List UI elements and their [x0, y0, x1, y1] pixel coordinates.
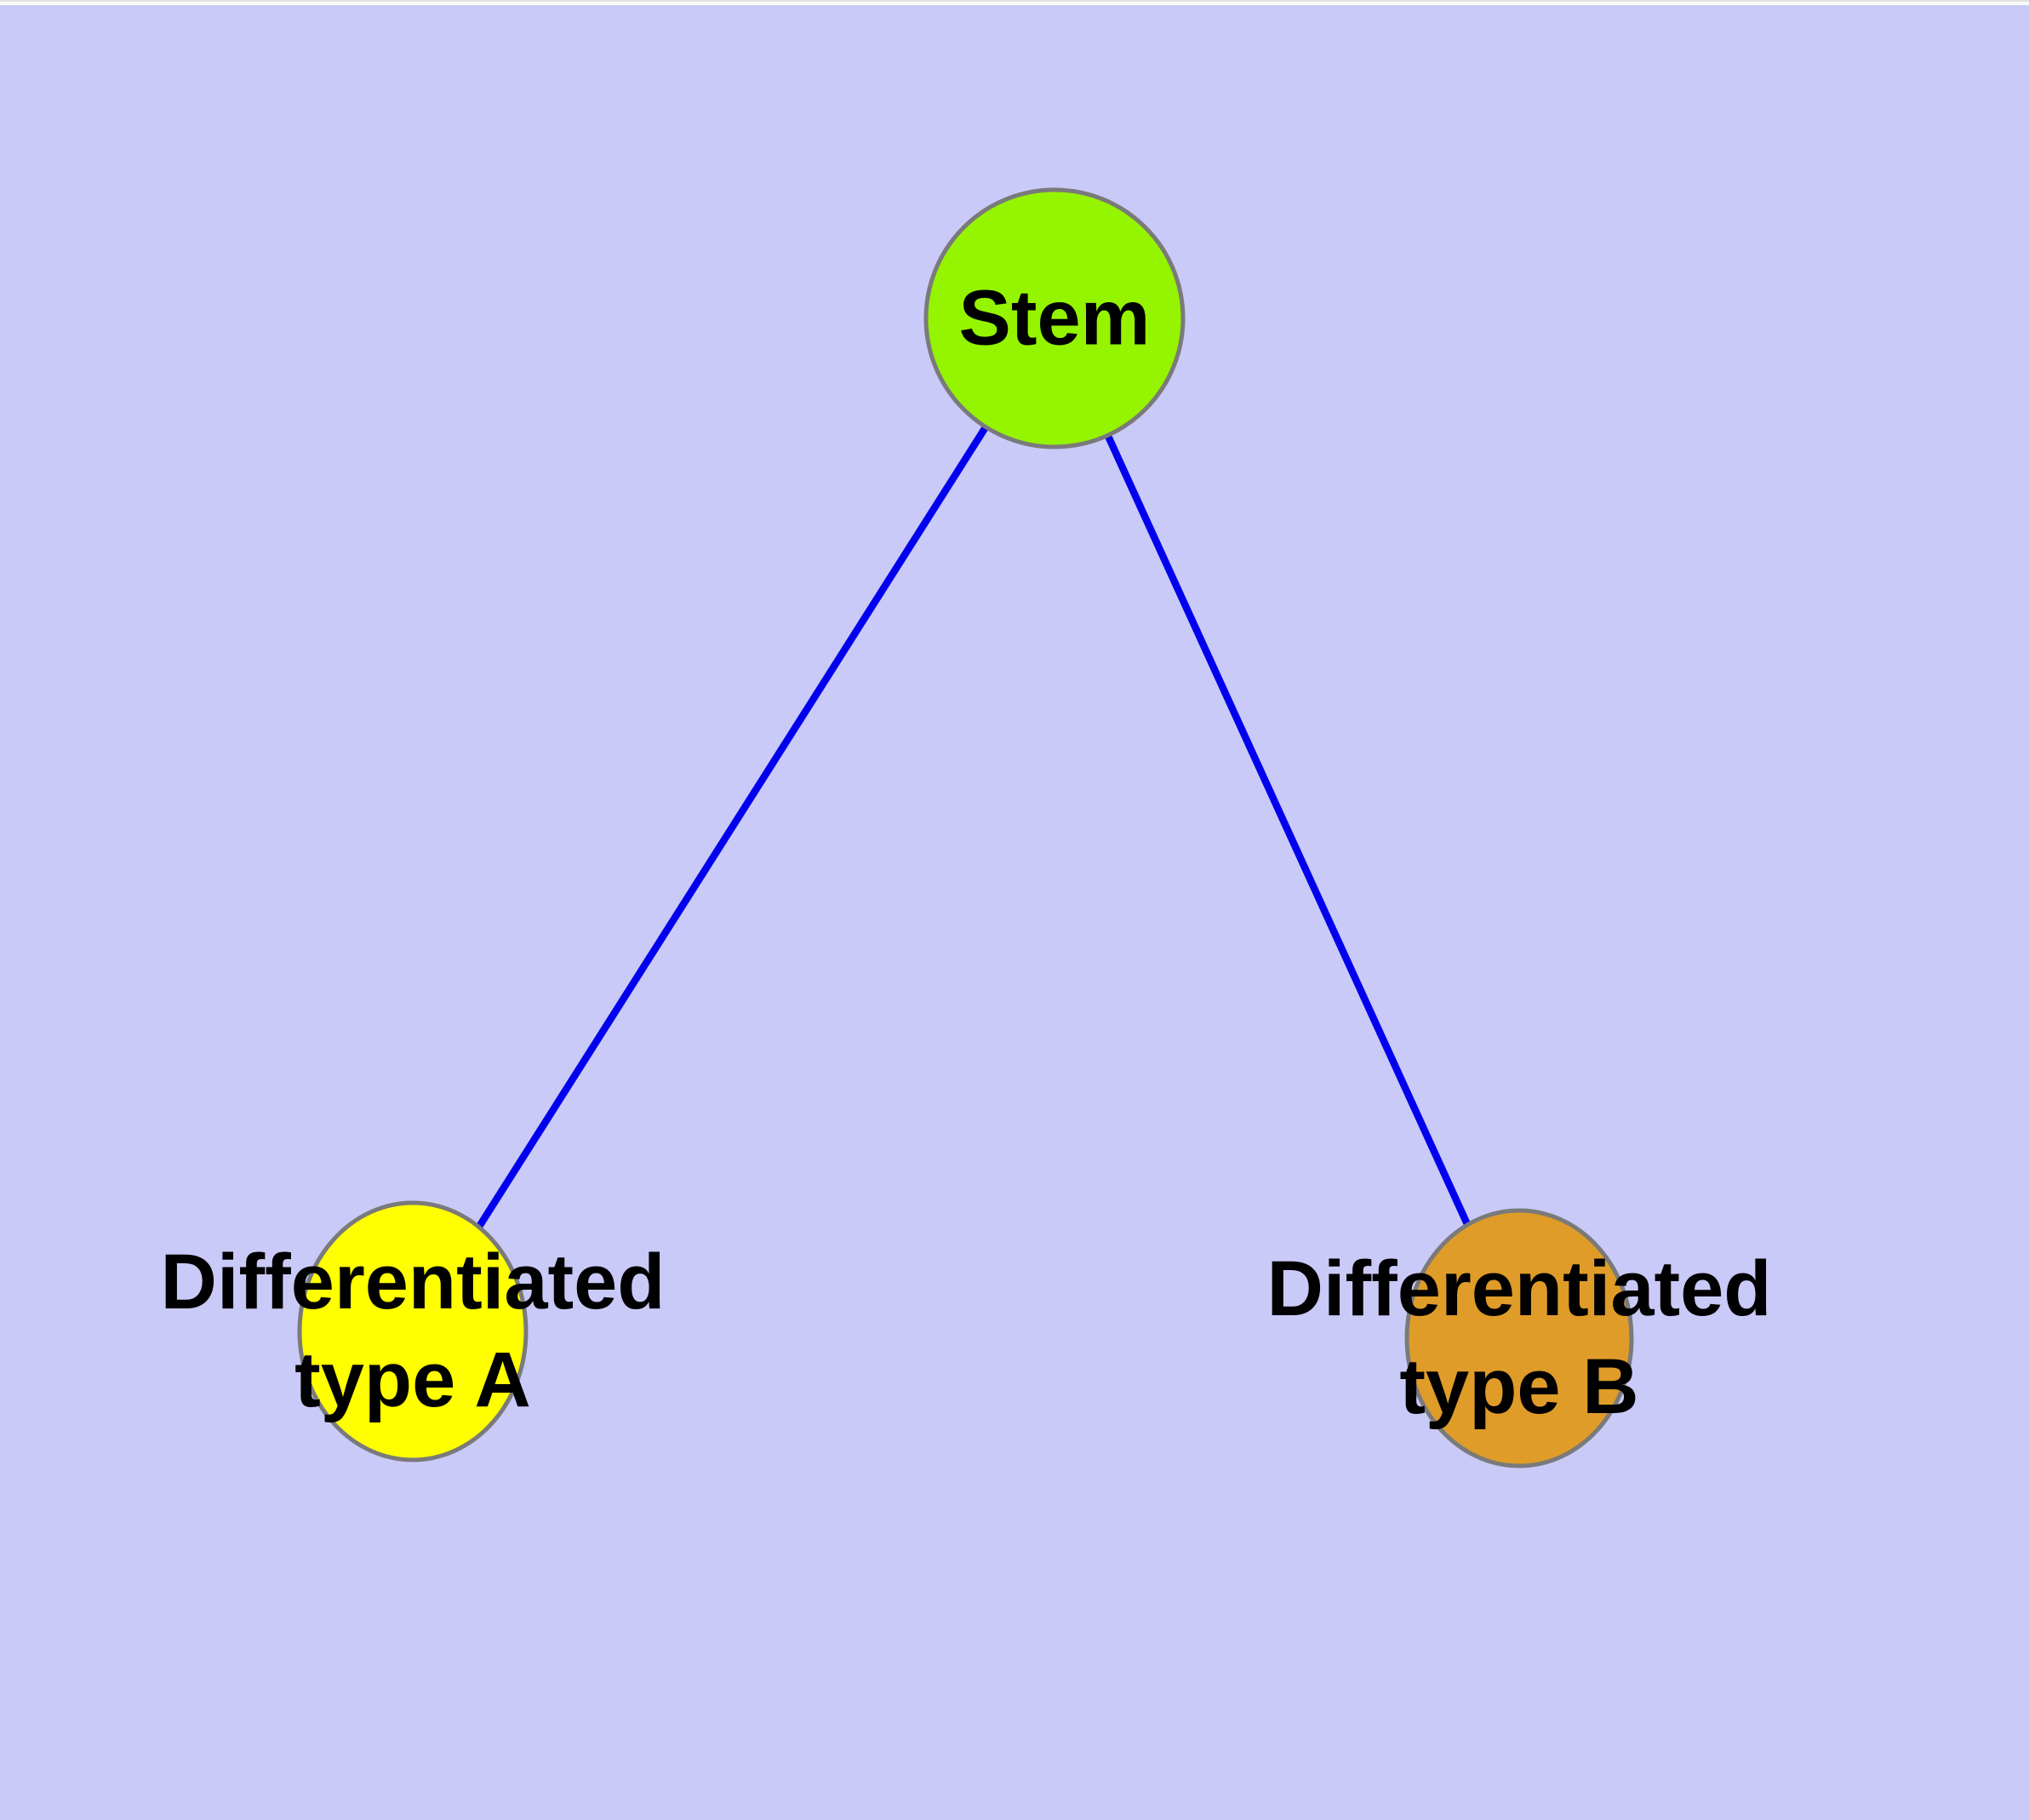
edge-stem-to-typeA: [409, 316, 1058, 1334]
top-border-strip: [0, 0, 2029, 5]
node-label-differentiated-type-a: Differentiated type A: [160, 1239, 666, 1423]
edge-stem-to-typeB: [1051, 317, 1523, 1340]
node-ellipse-stem: [923, 187, 1186, 449]
node-label-stem: Stem: [958, 274, 1151, 362]
node-ellipse-typeB: [1404, 1208, 1634, 1468]
node-label-differentiated-type-b: Differentiated type B: [1266, 1245, 1772, 1430]
node-ellipse-typeA: [297, 1200, 529, 1462]
